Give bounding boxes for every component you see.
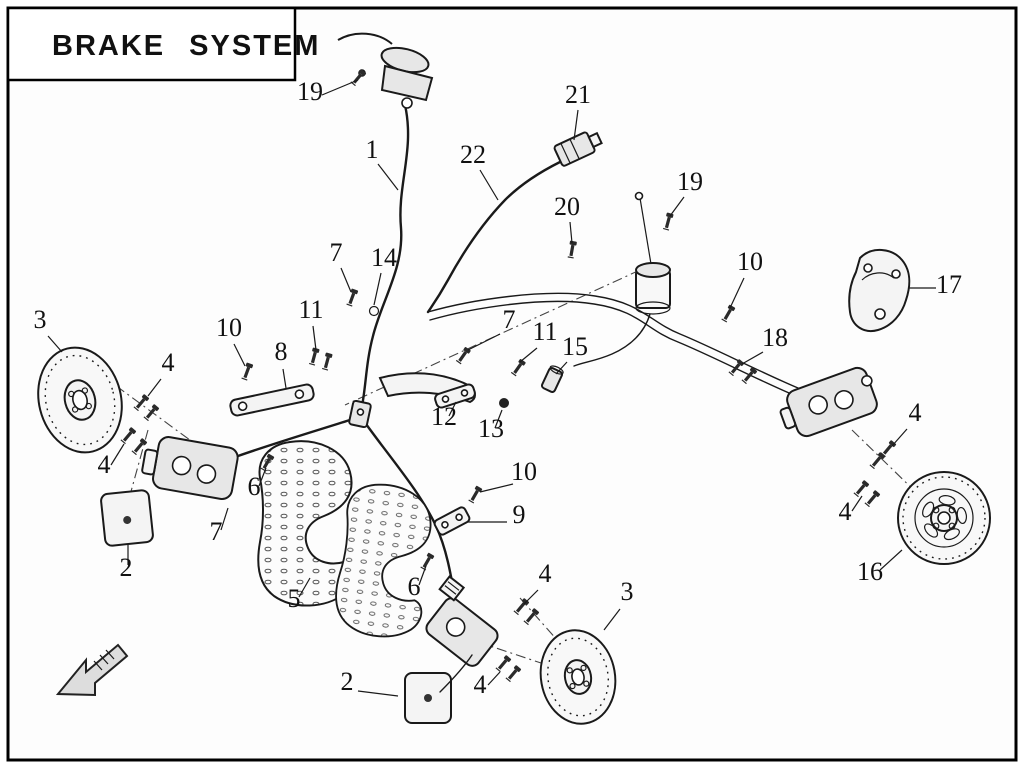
caliper-bracket-8 — [229, 383, 315, 417]
leader-line-10 — [479, 483, 514, 493]
callout-17: 17 — [936, 270, 962, 299]
leader-line-8 — [282, 368, 287, 389]
leader-line-4 — [851, 495, 863, 512]
leader-line-19 — [321, 79, 359, 96]
leader-line-20 — [569, 221, 573, 244]
fluid-reservoir — [634, 191, 671, 315]
callout-15: 15 — [562, 332, 588, 361]
callout-12: 12 — [431, 402, 457, 431]
callout-7: 7 — [503, 305, 516, 334]
leader-line-5 — [298, 577, 311, 598]
callout-16: 16 — [857, 557, 883, 586]
rear-bracket — [848, 249, 911, 332]
leader-line-7 — [467, 333, 501, 351]
callout-3: 3 — [34, 305, 47, 334]
pivot-pin-13 — [499, 398, 509, 408]
leader-line-12 — [448, 401, 457, 417]
callout-11: 11 — [532, 317, 557, 346]
callout-20: 20 — [554, 192, 580, 221]
leader-line-21 — [573, 109, 579, 141]
rear-master-cylinder — [425, 575, 499, 693]
callout-10: 10 — [737, 247, 763, 276]
callout-2: 2 — [120, 553, 133, 582]
washer-icon — [368, 305, 380, 317]
leader-line-11 — [312, 325, 317, 351]
callout-19: 19 — [297, 77, 323, 106]
leader-line-19 — [669, 196, 685, 217]
direction-arrow-icon — [55, 643, 129, 697]
right-brake-caliper — [779, 366, 878, 438]
leader-line-15 — [555, 361, 568, 375]
leader-line-4 — [487, 671, 501, 686]
bottom-brake-disc — [539, 629, 617, 725]
title-box: BRAKE SYSTEM — [6, 6, 320, 82]
callout-3: 3 — [621, 577, 634, 606]
callout-10: 10 — [511, 457, 537, 486]
callout-4: 4 — [98, 450, 111, 479]
leader-line-6 — [418, 565, 427, 586]
front-left-brake-disc — [37, 346, 123, 454]
callout-9: 9 — [513, 500, 526, 529]
callout-4: 4 — [909, 398, 922, 427]
callout-4: 4 — [162, 348, 175, 377]
reservoir-hose — [573, 313, 651, 367]
callout-7: 7 — [210, 517, 223, 546]
callout-11: 11 — [298, 295, 323, 324]
hose-junction-block — [348, 399, 372, 429]
callout-2: 2 — [341, 667, 354, 696]
leader-line-10 — [729, 277, 745, 309]
brake-switch-connector — [553, 131, 603, 167]
leader-line-16 — [879, 549, 903, 571]
callout-6: 6 — [408, 572, 421, 601]
callout-1: 1 — [366, 135, 379, 164]
callout-4: 4 — [474, 670, 487, 699]
callout-21: 21 — [565, 80, 591, 109]
brake-hoses — [198, 103, 837, 612]
mounting-plate-bottom — [404, 672, 452, 724]
leader-line-3 — [47, 335, 63, 353]
front-master-cylinder — [337, 32, 434, 109]
callout-22: 22 — [460, 140, 486, 169]
leader-line-6 — [258, 467, 267, 487]
leader-line-10 — [233, 343, 246, 367]
leader-line-11 — [519, 347, 538, 363]
leader-line-1 — [377, 163, 399, 191]
callout-4: 4 — [839, 497, 852, 526]
callout-14: 14 — [371, 243, 397, 272]
leader-line-3 — [603, 608, 621, 631]
leader-line-4 — [110, 443, 125, 466]
callout-5: 5 — [288, 584, 301, 613]
leader-line-4 — [147, 378, 162, 397]
left-brake-caliper — [141, 436, 239, 500]
leader-line-13 — [494, 409, 503, 429]
callout-18: 18 — [762, 323, 788, 352]
right-brake-disc — [897, 471, 991, 565]
bracket-12 — [434, 383, 476, 409]
callout-10: 10 — [216, 313, 242, 342]
callout-4: 4 — [539, 559, 552, 588]
callout-19: 19 — [677, 167, 703, 196]
bushing-15 — [540, 365, 564, 393]
page-title: BRAKE SYSTEM — [52, 30, 320, 62]
leader-line-4 — [523, 589, 539, 605]
leader-line-18 — [741, 351, 764, 365]
callout-6: 6 — [248, 472, 261, 501]
banjo-fitting — [401, 97, 413, 109]
leader-line-7 — [220, 507, 229, 531]
leader-line-2 — [357, 690, 399, 697]
leader-line-14 — [373, 272, 382, 306]
leader-line-22 — [479, 169, 499, 201]
mounting-plate-left — [100, 489, 154, 547]
leader-line-4 — [891, 428, 908, 447]
hose-22 — [426, 160, 562, 314]
callout-7: 7 — [330, 238, 343, 267]
callout-8: 8 — [275, 337, 288, 366]
callout-13: 13 — [478, 414, 504, 443]
front-brake-hose — [360, 103, 410, 408]
leader-line-7 — [340, 267, 352, 293]
bracket-9 — [433, 506, 471, 536]
